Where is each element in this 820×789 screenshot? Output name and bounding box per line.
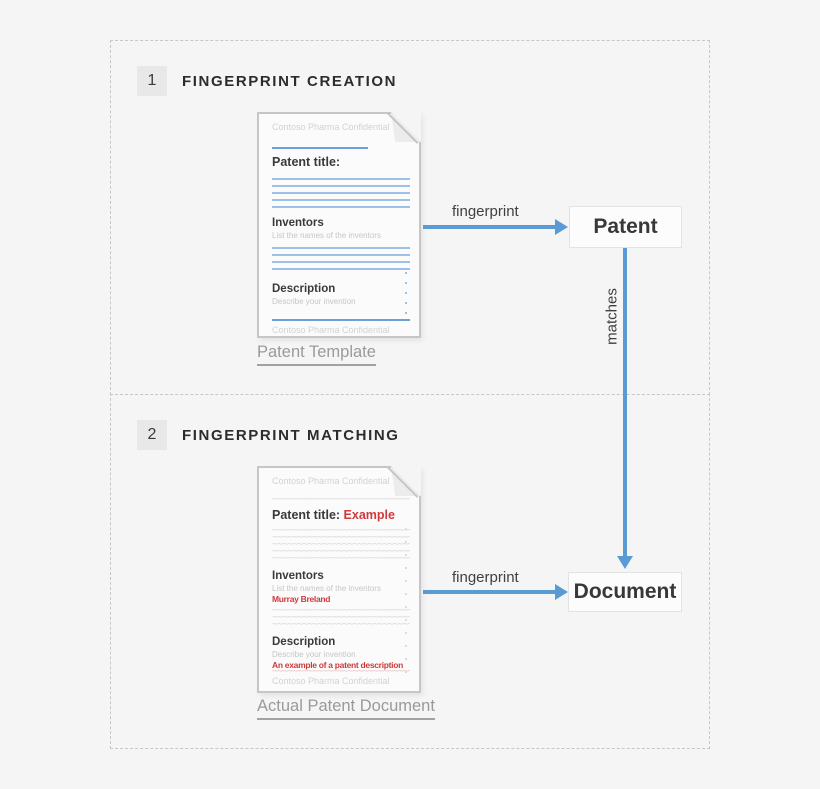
arrow-right-icon: [555, 219, 568, 235]
doc-confidential-header: Contoso Pharma Confidential: [272, 476, 390, 486]
wavy-text-line: ~~~~~~~~~~~~~~~~~~~~~~~~~~~~~~~~~~~~~~~~…: [272, 542, 410, 549]
doc-confidential-header: Contoso Pharma Confidential: [272, 122, 390, 132]
patent-title-value: Example: [343, 508, 395, 522]
wavy-text-line: ~~~~~~~~~~~~~~~~~~~~~~~~~~~~~~~~~~~~~~~~…: [272, 556, 410, 563]
wavy-text-line-red: ~~~~~~~~~~~~~~~~~~~~~~~~~~~~~~~~~~~~~~~~…: [272, 669, 410, 676]
text-placeholder-line: [272, 185, 410, 187]
text-placeholder-line: [272, 254, 410, 256]
text-placeholder-line: [272, 192, 410, 194]
text-placeholder-line: [272, 261, 410, 263]
text-placeholder-line: [272, 206, 410, 208]
document-node: Document: [568, 572, 682, 612]
inventor-name-value: Murray Breland: [272, 594, 331, 604]
arrow-down-icon: [617, 556, 633, 569]
patent-title-label: Patent title:: [272, 155, 341, 169]
text-placeholder-line: [272, 199, 410, 201]
patent-title-label: Patent title:: [272, 508, 341, 522]
matches-label: matches: [603, 288, 621, 345]
description-hint: Describe your invention: [272, 297, 356, 306]
inventors-hint: List the names of the inventors: [272, 584, 381, 593]
margin-dots: [405, 528, 407, 678]
patent-template-caption: Patent Template: [257, 343, 376, 366]
text-placeholder-line: [272, 247, 410, 249]
section-2-number-badge: 2: [137, 420, 167, 450]
patent-node: Patent: [569, 206, 682, 248]
patent-title-row: Patent title: Example: [272, 508, 395, 522]
description-hint: Describe your invention: [272, 650, 356, 659]
margin-dots: [405, 272, 407, 322]
text-placeholder-line: [272, 178, 410, 180]
wavy-text-line: ~~~~~~~~~~~~~~~~~~~~~~~~~~~~~~~~~~~~~~~~…: [272, 549, 410, 556]
wavy-text-line: ~~~~~~~~~~~~~~~~~~~~~~~~~~~~~~~~~~~~~~~~…: [272, 535, 410, 542]
rule-line: [272, 319, 410, 321]
fingerprint-arrow-1: [423, 225, 556, 229]
section-panel-fingerprint-creation: [110, 40, 710, 395]
text-placeholder-line: [272, 268, 410, 270]
section-1-title: FINGERPRINT CREATION: [182, 73, 398, 90]
actual-patent-caption: Actual Patent Document: [257, 697, 435, 720]
wavy-text-line: ~~~~~~~~~~~~~~~~~~~~~~~~~~~~~~~~~~~~~~~~…: [272, 608, 410, 615]
description-label: Description: [272, 636, 336, 648]
fingerprint-label-2: fingerprint: [452, 569, 519, 586]
patent-template-document: Contoso Pharma Confidential Patent title…: [257, 112, 421, 338]
section-1-number-badge: 1: [137, 66, 167, 96]
doc-confidential-footer: Contoso Pharma Confidential: [272, 325, 390, 335]
wavy-text-line: ~~~~~~~~~~~~~~~~~~~~~~~~~~~~~~~~~~~~~~~~…: [272, 615, 410, 622]
actual-patent-document: Contoso Pharma Confidential ~~~~~~~~~~~~…: [257, 466, 421, 693]
inventors-hint: List the names of the inventors: [272, 231, 381, 240]
description-value: An example of a patent description: [272, 660, 404, 670]
fingerprint-label-1: fingerprint: [452, 203, 519, 220]
wavy-text-line: ~~~~~~~~~~~~~~~~~~~~~~~~~~~~~~~~~~~~~~~~…: [272, 497, 410, 504]
matches-arrow: [623, 248, 627, 557]
doc-confidential-footer: Contoso Pharma Confidential: [272, 676, 390, 686]
section-2-title: FINGERPRINT MATCHING: [182, 427, 400, 444]
section-panel-fingerprint-matching: [110, 393, 710, 749]
description-label: Description: [272, 283, 336, 295]
wavy-text-line: ~~~~~~~~~~~~~~~~~~~~~~~~~~~~~~~~~~~~~~~~…: [272, 528, 410, 535]
fingerprint-arrow-2: [423, 590, 556, 594]
rule-line: [272, 147, 368, 149]
wavy-text-line: ~~~~~~~~~~~~~~~~~~~~~~~~~~~~~~~~~~~~~~~~…: [272, 622, 410, 629]
inventors-label: Inventors: [272, 217, 324, 229]
arrow-right-icon: [555, 584, 568, 600]
inventors-label: Inventors: [272, 570, 324, 582]
